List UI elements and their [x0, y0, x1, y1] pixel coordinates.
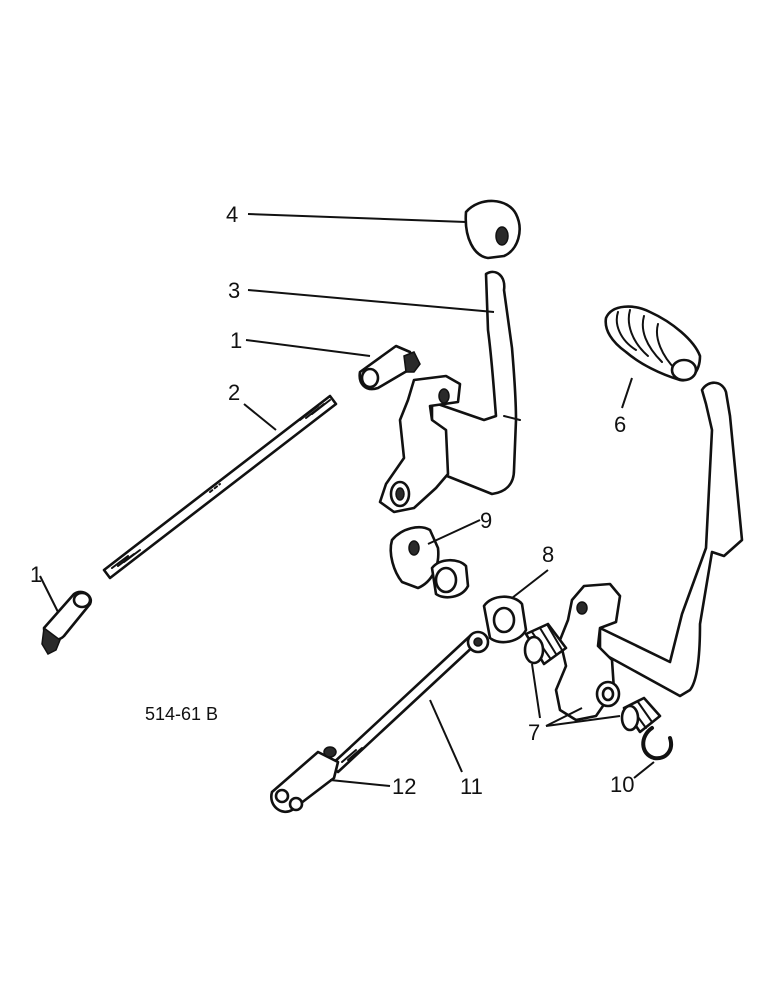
callout-4: 4	[226, 202, 238, 227]
callout-9: 9	[480, 508, 492, 533]
callout-2: 2	[228, 380, 240, 405]
leader-8	[511, 569, 549, 599]
leader-3	[247, 289, 495, 313]
lower-ball-joint-part	[41, 590, 93, 655]
leader-lines	[39, 213, 655, 787]
needle-bearing-part	[523, 622, 662, 734]
lower-lever-part	[554, 381, 744, 722]
callout-6: 6	[614, 412, 626, 437]
clevis-part	[270, 746, 340, 813]
leader-7a	[531, 663, 541, 719]
leader-9	[427, 519, 481, 545]
upper-lever-part	[378, 270, 521, 514]
reference-code: 514-61 B	[145, 704, 218, 724]
leader-10	[633, 761, 655, 779]
callout-11: 11	[460, 774, 483, 799]
snap-ring-part	[641, 726, 673, 761]
upper-ball-joint-part	[358, 344, 421, 391]
leader-7c	[545, 707, 583, 727]
sleeve-part	[482, 595, 528, 644]
leader-2	[243, 403, 277, 431]
leader-11	[429, 699, 463, 773]
callout-12: 12	[392, 774, 416, 799]
leader-1-lower	[39, 575, 59, 613]
grip-part	[604, 305, 702, 382]
callout-10: 10	[610, 772, 634, 797]
callout-3: 3	[228, 278, 240, 303]
leader-6	[621, 377, 633, 409]
rod-part	[328, 630, 490, 774]
leader-1-upper	[245, 339, 371, 357]
callout-8: 8	[542, 542, 554, 567]
callout-7: 7	[528, 720, 540, 745]
knob-part	[464, 199, 521, 260]
threaded-rod-part	[102, 394, 338, 580]
callout-1-lower: 1	[30, 562, 42, 587]
leader-7b	[545, 715, 621, 727]
leader-12	[329, 779, 391, 787]
leader-4	[247, 213, 467, 223]
callout-1-upper: 1	[230, 328, 242, 353]
bushing-part	[389, 526, 470, 599]
